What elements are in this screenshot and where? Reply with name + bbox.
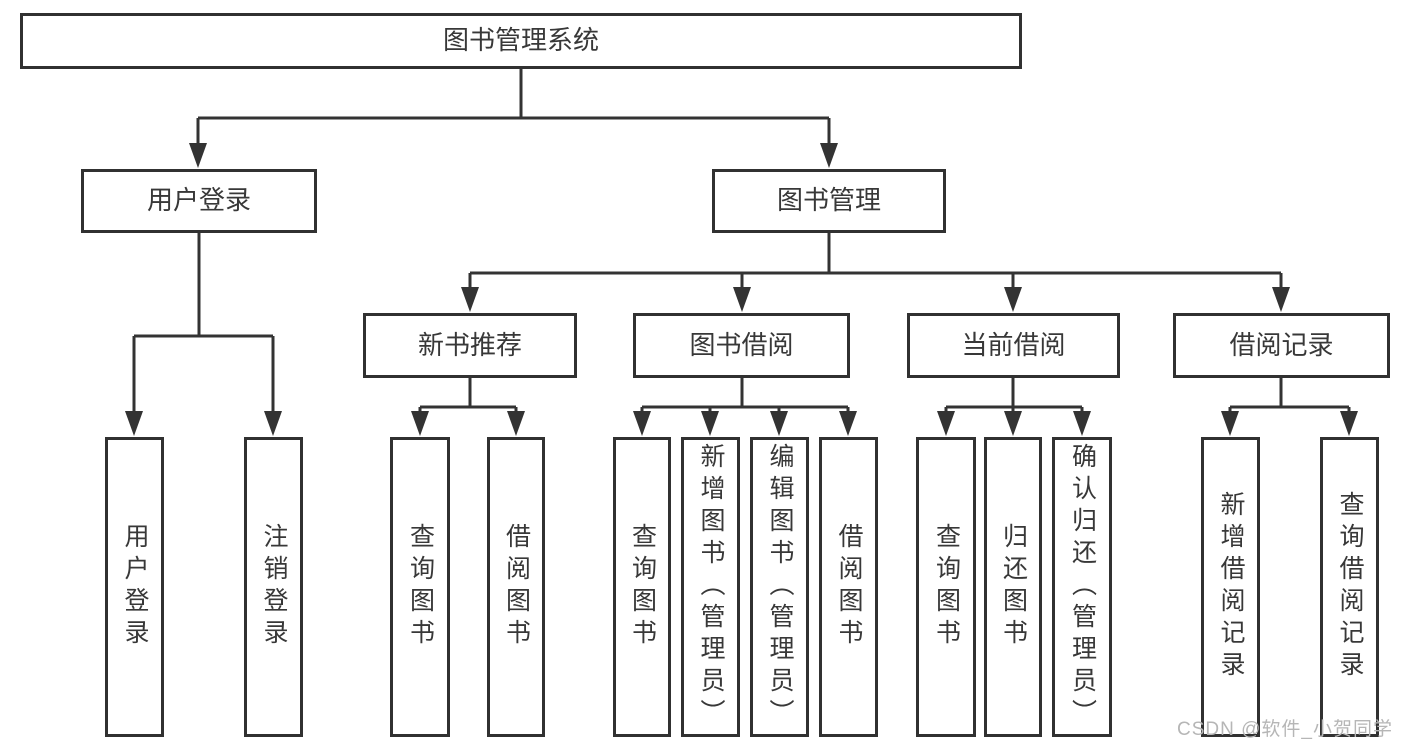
- leaf-logout: 注销登录: [244, 437, 303, 737]
- arrow-icon: [1073, 411, 1091, 436]
- node-label: 编辑图书（管理员）: [766, 443, 794, 731]
- leaf-add-book-admin: 新增图书（管理员）: [681, 437, 740, 737]
- arrow-icon: [264, 411, 282, 436]
- node-book-management: 图书管理: [712, 169, 946, 233]
- leaf-query-books-borrowing: 查询图书: [613, 437, 671, 737]
- arrow-icon: [1221, 411, 1239, 436]
- node-label: 查询图书: [628, 523, 657, 651]
- leaf-return-book: 归还图书: [984, 437, 1042, 737]
- node-book-borrowing: 图书借阅: [633, 313, 850, 378]
- node-label: 借阅记录: [1229, 329, 1334, 360]
- arrow-icon: [733, 287, 751, 312]
- node-user-login: 用户登录: [81, 169, 317, 233]
- arrow-icon: [507, 411, 525, 436]
- node-new-book-recommend: 新书推荐: [363, 313, 577, 378]
- node-label: 图书管理系统: [442, 25, 599, 56]
- node-label: 图书管理: [776, 185, 881, 216]
- node-label: 图书借阅: [689, 329, 794, 360]
- arrow-icon: [189, 143, 207, 168]
- node-label: 用户登录: [121, 523, 149, 651]
- node-label: 新增借阅记录: [1217, 491, 1245, 683]
- node-library-management-system: 图书管理系统: [20, 13, 1022, 69]
- arrow-icon: [411, 411, 429, 436]
- arrow-icon: [820, 143, 838, 168]
- arrow-icon: [633, 411, 651, 436]
- node-label: 确认归还（管理员）: [1068, 443, 1097, 731]
- node-label: 查询借阅记录: [1336, 491, 1364, 683]
- arrow-icon: [937, 411, 955, 436]
- arrow-icon: [461, 287, 479, 312]
- node-label: 查询图书: [932, 523, 961, 651]
- node-label: 归还图书: [999, 523, 1028, 651]
- node-label: 新增图书（管理员）: [697, 443, 725, 731]
- leaf-query-books-current: 查询图书: [916, 437, 976, 737]
- arrow-icon: [1004, 411, 1022, 436]
- node-borrow-records: 借阅记录: [1173, 313, 1390, 378]
- leaf-borrow-books-borrowing: 借阅图书: [819, 437, 878, 737]
- arrow-icon: [1004, 287, 1022, 312]
- arrow-icon: [1272, 287, 1290, 312]
- node-label: 新书推荐: [417, 329, 522, 360]
- csdn-watermark: CSDN @软件_小贺同学: [1177, 719, 1393, 740]
- leaf-borrow-books-recommend: 借阅图书: [487, 437, 545, 737]
- node-label: 当前借阅: [961, 329, 1066, 360]
- arrow-icon: [839, 411, 857, 436]
- arrow-icon: [1340, 411, 1358, 436]
- node-label: 注销登录: [260, 523, 288, 651]
- arrow-icon: [701, 411, 719, 436]
- leaf-query-books-recommend: 查询图书: [390, 437, 450, 737]
- node-label: 借阅图书: [502, 523, 531, 651]
- leaf-user-login: 用户登录: [105, 437, 164, 737]
- node-label: 用户登录: [146, 185, 251, 216]
- arrow-icon: [125, 411, 143, 436]
- node-label: 借阅图书: [835, 523, 863, 651]
- node-current-borrowing: 当前借阅: [907, 313, 1120, 378]
- leaf-confirm-return-admin: 确认归还（管理员）: [1052, 437, 1112, 737]
- node-label: 查询图书: [406, 523, 435, 651]
- arrow-icon: [770, 411, 788, 436]
- leaf-query-borrow-record: 查询借阅记录: [1320, 437, 1379, 737]
- leaf-add-borrow-record: 新增借阅记录: [1201, 437, 1260, 737]
- leaf-edit-book-admin: 编辑图书（管理员）: [750, 437, 809, 737]
